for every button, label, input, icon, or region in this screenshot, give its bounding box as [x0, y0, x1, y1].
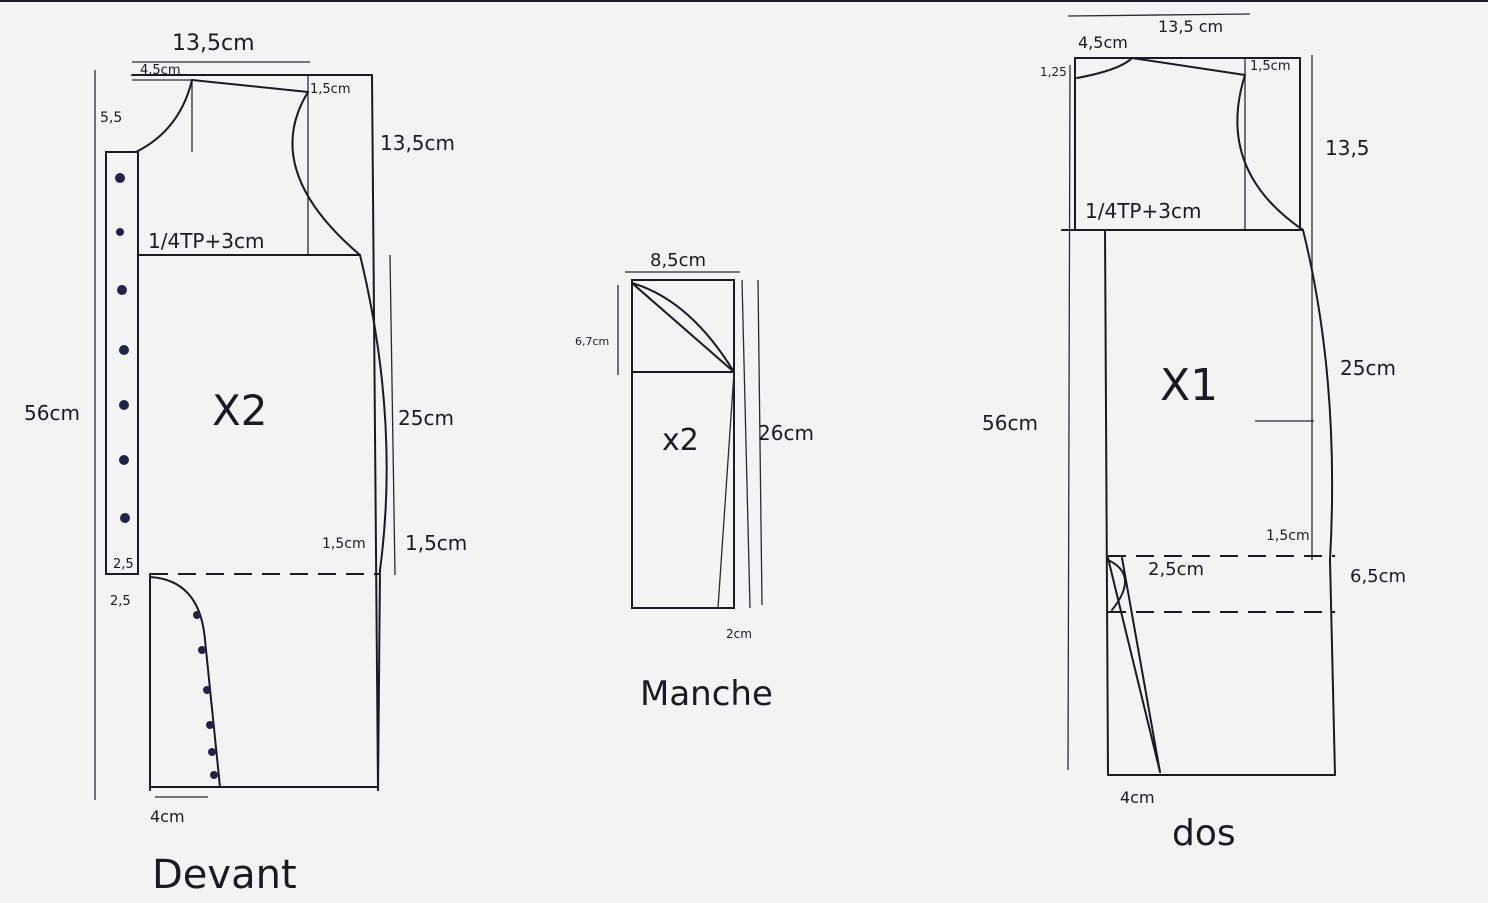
devant-neck-width-label: 4,5cm	[140, 63, 181, 78]
dos-waist-in-label: 1,5cm	[1266, 528, 1310, 544]
manche-title: Manche	[640, 674, 773, 714]
devant-neck-depth-label: 5,5	[100, 110, 122, 126]
devant-placket-curve-label: 2,5	[110, 594, 131, 609]
dos-neck-width-label: 4,5cm	[1078, 33, 1128, 52]
devant-side-label: 25cm	[398, 406, 454, 430]
devant-shoulder	[191, 79, 309, 93]
manche-length-label: 26cm	[758, 421, 814, 445]
devant-title: Devant	[152, 852, 297, 898]
devant-waist-drop-label: 1,5cm	[405, 531, 467, 555]
devant-placket	[105, 151, 139, 575]
devant-count-label: X2	[212, 386, 268, 435]
dos-chest-label: 1/4TP+3cm	[1085, 199, 1201, 223]
manche-count-label: x2	[662, 423, 699, 458]
dos-length-arrow	[1067, 64, 1071, 771]
devant-chest-label: 1/4TP+3cm	[148, 229, 264, 253]
dos-side-label: 25cm	[1340, 356, 1396, 380]
dos-count-label: X1	[1160, 360, 1218, 411]
devant-armhole	[291, 91, 361, 256]
dos-vent-label: 2,5cm	[1148, 559, 1204, 580]
devant-shoulder-drop-label: 1,5cm	[310, 82, 351, 97]
devant-hem-label: 4cm	[150, 807, 185, 826]
manche-width-label: 8,5cm	[650, 250, 706, 271]
dos-neck-depth-label: 1,25	[1040, 65, 1067, 79]
dos-hem-label: 4cm	[1120, 788, 1155, 807]
devant-width-label: 13,5cm	[172, 31, 255, 56]
manche-pattern: 8,5cm 6,7cm x2 26cm 2cm Manche	[575, 250, 814, 714]
dos-title: dos	[1172, 813, 1236, 854]
dos-armhole	[1236, 74, 1304, 231]
devant-length-label: 56cm	[24, 401, 80, 425]
manche-hem-label: 2cm	[726, 627, 752, 641]
manche-cap-curve	[631, 282, 735, 373]
dos-waist-band-label: 6,5cm	[1350, 566, 1406, 587]
dos-pattern: 13,5 cm 4,5cm 1,25 1,5cm 13,5 1/4TP+3cm …	[982, 13, 1406, 854]
dos-length-label: 56cm	[982, 411, 1038, 435]
devant-neckline	[135, 79, 193, 153]
devant-armhole-label: 13,5cm	[380, 131, 455, 155]
dos-width-label: 13,5 cm	[1158, 17, 1223, 36]
dos-armhole-label: 13,5	[1325, 136, 1370, 160]
devant-placket-top-label: 2,5	[113, 557, 134, 572]
manche-rectangle	[631, 279, 735, 609]
manche-cap-label: 6,7cm	[575, 335, 609, 348]
dos-shoulder-drop-label: 1,5cm	[1250, 59, 1291, 74]
devant-waist-in-label: 1,5cm	[322, 536, 366, 552]
devant-pattern: 13,5cm 4,5cm 5,5 1,5cm 13,5cm 1/4TP+3cm …	[24, 31, 467, 898]
